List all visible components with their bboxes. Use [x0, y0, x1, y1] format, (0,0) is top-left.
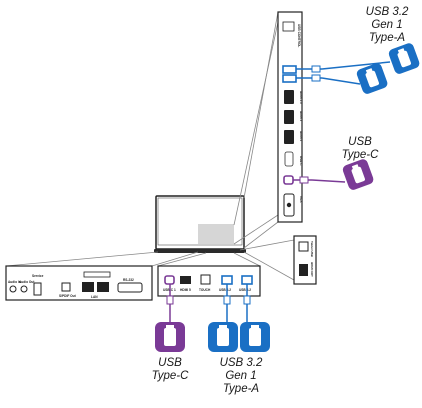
side-usb-a-cables	[296, 61, 391, 85]
side-connection-panel: USB CONTROL HDMI 2.0 HDMI 3 HDMI 4 USB-C…	[277, 11, 303, 223]
side-label-usbc: USB-C	[299, 156, 303, 166]
side-hdmi-port-3	[284, 130, 294, 144]
usb-control-port	[282, 21, 295, 32]
side-hdmi-port-2	[284, 110, 294, 124]
display-base	[154, 249, 246, 253]
bottom-left-connection-panel: Service Audio In Audio Out S/PDIF Out LA…	[5, 265, 153, 301]
label-audio-out: Audio Out	[19, 280, 35, 284]
label-tablet-usb: Tablet USB	[310, 241, 314, 258]
callout-line: Type-C	[341, 149, 379, 161]
bottom-cables	[166, 284, 251, 322]
callout-line: Gen 1	[371, 19, 403, 31]
side-label-hdmi-2: HDMI 3	[299, 111, 303, 121]
usb-a-drive-icon	[240, 322, 270, 352]
bottom-usb-a-port-1	[221, 275, 233, 285]
side-label-hdmi-1: HDMI 2.0	[299, 91, 303, 104]
side-usb-c-cable	[293, 176, 346, 184]
bottom-touch-port	[200, 274, 211, 285]
bottom-usb-a-port-2	[241, 275, 253, 285]
label-service: Service	[32, 274, 44, 278]
audio-in-jack	[9, 285, 17, 293]
spdif-port	[61, 282, 71, 292]
side-usb-c-port-2	[283, 175, 294, 185]
small-connection-panel: Tablet USB HDMI OUT	[293, 235, 317, 285]
lan-port-1	[82, 282, 94, 292]
usb-a-drive-icon	[388, 43, 420, 74]
callout-line: USB 3.2	[365, 6, 409, 18]
callout-line: USB 3.2	[219, 357, 263, 369]
callout-bottom-left: USB Type-C	[140, 357, 200, 383]
hdmi-out-port	[299, 264, 308, 276]
label-hdmi-5: HDMI 5	[180, 288, 191, 292]
label-audio-in: Audio In	[8, 280, 21, 284]
side-usb-a-port-1	[282, 65, 297, 74]
callout-line: Gen 1	[225, 370, 257, 382]
display-connection-area	[198, 224, 234, 244]
side-usb-c-port-1	[284, 151, 294, 167]
rs232-port	[117, 282, 143, 293]
audio-out-jack	[20, 285, 28, 293]
label-usb-32-1: USB 3.2	[219, 288, 231, 292]
callout-line: Type-C	[151, 370, 189, 382]
side-panel-top-label: USB CONTROL	[297, 24, 301, 47]
service-usb-port	[33, 282, 42, 296]
side-label-hdmi-3: HDMI 4	[299, 131, 303, 141]
usb-c-drive-icon	[342, 159, 374, 190]
callout-line: Type-A	[368, 32, 406, 44]
label-rs232: RS-232	[123, 278, 134, 282]
side-vga-pin-icon	[286, 202, 292, 208]
lan-port-2	[97, 282, 109, 292]
usb-a-drive-icon	[208, 322, 238, 352]
display-icon	[154, 195, 246, 253]
usb-a-drive-icon	[356, 63, 388, 94]
label-spdif: S/PDIF Out	[59, 294, 77, 298]
callout-line: Type-A	[222, 383, 260, 395]
side-projection-lines	[233, 11, 279, 249]
side-usb-a-port-2	[282, 74, 297, 83]
callout-line: USB	[348, 136, 372, 148]
label-touch: TOUCH	[199, 288, 211, 292]
side-hdmi-port-1	[284, 90, 294, 104]
callout-top-right: USB 3.2 Gen 1 Type-A	[354, 6, 420, 45]
callout-line: USB	[158, 357, 182, 369]
side-label-vga: VGA	[299, 196, 303, 203]
bottom-hdmi-port	[180, 276, 191, 284]
tablet-usb-port	[298, 241, 309, 252]
callout-bottom-right: USB 3.2 Gen 1 Type-A	[208, 357, 274, 396]
bottom-mid-connection-panel: USB-C 1 HDMI 5 TOUCH USB 3.2 USB 3.2	[157, 265, 261, 297]
bottom-projection-lines	[5, 239, 295, 281]
label-usb-32-2: USB 3.2	[239, 288, 251, 292]
label-lan: LAN	[91, 295, 98, 299]
label-hdmi-out: HDMI OUT	[310, 262, 314, 277]
callout-mid-right: USB Type-C	[330, 136, 390, 162]
bottom-usb-c-port	[164, 275, 175, 285]
usb-c-drive-icon	[155, 322, 185, 352]
